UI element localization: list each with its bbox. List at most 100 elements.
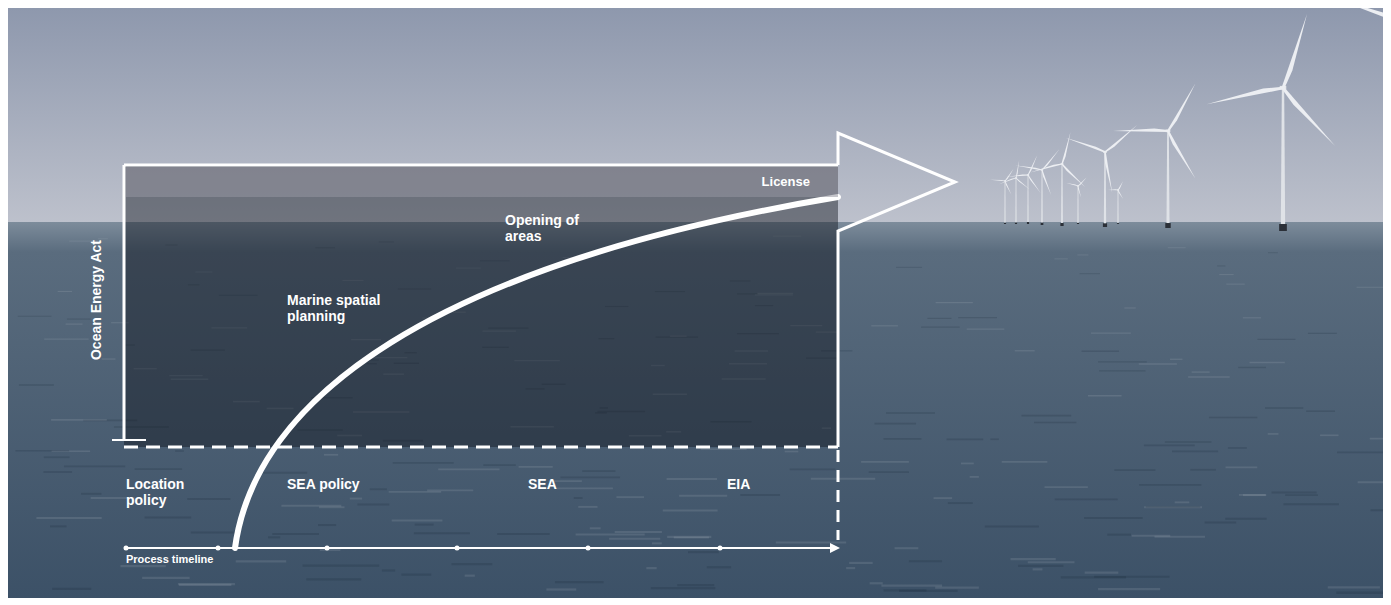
turbine-blade bbox=[1016, 178, 1030, 190]
turbine-blade bbox=[1167, 131, 1195, 179]
wave-stroke bbox=[869, 471, 909, 473]
wave-stroke bbox=[961, 463, 974, 465]
axis-label: Ocean Energy Act bbox=[88, 240, 104, 360]
wave-stroke bbox=[616, 496, 644, 498]
wave-stroke bbox=[236, 560, 287, 562]
wave-stroke bbox=[1226, 284, 1244, 285]
wave-stroke bbox=[1238, 367, 1266, 368]
wave-stroke bbox=[414, 532, 470, 534]
axis-tick bbox=[112, 439, 146, 441]
wave-stroke bbox=[389, 491, 441, 493]
vertical-axis bbox=[123, 165, 126, 440]
tick-dot bbox=[586, 546, 591, 551]
wave-stroke bbox=[921, 327, 960, 328]
wave-stroke bbox=[175, 450, 184, 452]
wave-stroke bbox=[1099, 370, 1146, 371]
wave-stroke bbox=[707, 566, 731, 568]
wave-stroke bbox=[1144, 506, 1202, 508]
wave-stroke bbox=[1002, 461, 1048, 463]
wave-stroke bbox=[870, 582, 883, 584]
wave-stroke bbox=[886, 412, 935, 414]
wave-stroke bbox=[98, 238, 108, 239]
wave-stroke bbox=[350, 498, 362, 500]
progress-curve bbox=[235, 197, 838, 548]
wave-stroke bbox=[871, 325, 898, 326]
wave-stroke bbox=[688, 551, 719, 553]
wave-stroke bbox=[438, 469, 499, 471]
wave-stroke bbox=[884, 589, 927, 591]
wave-stroke bbox=[263, 472, 307, 474]
wave-stroke bbox=[740, 494, 780, 496]
wave-stroke bbox=[881, 584, 942, 586]
turbine-tower bbox=[1281, 88, 1285, 224]
wave-stroke bbox=[1190, 469, 1216, 471]
wave-stroke bbox=[1239, 494, 1266, 496]
wave-stroke bbox=[557, 487, 613, 489]
wave-stroke bbox=[145, 516, 192, 518]
wave-stroke bbox=[1044, 486, 1087, 488]
wave-stroke bbox=[64, 465, 125, 467]
wind-turbine bbox=[1066, 178, 1086, 224]
wave-stroke bbox=[1091, 333, 1131, 334]
wave-stroke bbox=[357, 504, 389, 506]
wave-stroke bbox=[874, 423, 916, 425]
wave-stroke bbox=[44, 338, 88, 339]
wave-stroke bbox=[382, 569, 395, 571]
turbine-blade bbox=[1167, 83, 1195, 131]
wave-stroke bbox=[948, 502, 973, 504]
wave-stroke bbox=[1306, 410, 1335, 412]
wave-stroke bbox=[934, 497, 953, 499]
turbine-blade bbox=[1282, 87, 1335, 146]
wave-stroke bbox=[1357, 287, 1383, 288]
turbine-tower bbox=[1061, 164, 1063, 223]
timeline-ticks bbox=[124, 546, 723, 551]
wave-stroke bbox=[1320, 434, 1338, 436]
turbine-tower bbox=[1117, 190, 1118, 223]
wave-stroke bbox=[970, 476, 979, 478]
turbine-blade bbox=[1028, 175, 1041, 193]
turbine-blade bbox=[1016, 160, 1019, 178]
wave-stroke bbox=[1011, 558, 1056, 560]
wave-stroke bbox=[590, 527, 601, 529]
tick-dot bbox=[124, 546, 129, 551]
wave-stroke bbox=[674, 537, 709, 539]
wave-stroke bbox=[578, 506, 597, 508]
wind-turbine bbox=[1066, 125, 1138, 227]
wave-stroke bbox=[497, 533, 550, 535]
wave-stroke bbox=[895, 547, 919, 549]
turbine-foundation bbox=[1027, 222, 1029, 224]
wave-stroke bbox=[519, 466, 553, 468]
wave-stroke bbox=[1249, 362, 1284, 363]
process-panel: LicenseMarine spatial planningOpening of… bbox=[124, 165, 838, 447]
wave-stroke bbox=[1358, 481, 1383, 483]
wave-stroke bbox=[1084, 517, 1143, 519]
wave-stroke bbox=[58, 291, 72, 292]
wave-stroke bbox=[909, 560, 942, 562]
turbine-tower bbox=[1041, 170, 1042, 223]
wave-stroke bbox=[67, 318, 91, 319]
wind-turbine bbox=[990, 169, 1014, 224]
wave-stroke bbox=[52, 588, 91, 590]
turbine-blade bbox=[1108, 189, 1118, 190]
turbine-blade bbox=[1005, 169, 1014, 181]
wave-stroke bbox=[663, 509, 718, 511]
turbine-blade bbox=[1282, 14, 1307, 89]
wave-stroke bbox=[1033, 568, 1043, 570]
turbine-blade bbox=[1005, 181, 1012, 195]
wave-stroke bbox=[135, 468, 182, 470]
wind-turbines bbox=[990, 8, 1383, 300]
wave-stroke bbox=[1154, 536, 1205, 538]
wave-stroke bbox=[318, 524, 336, 526]
wave-stroke bbox=[555, 581, 604, 583]
wind-turbine bbox=[999, 160, 1030, 224]
tick-dot bbox=[455, 546, 460, 551]
sky bbox=[8, 8, 1383, 223]
turbine-blade bbox=[1118, 190, 1123, 199]
wave-stroke bbox=[324, 454, 338, 456]
turbine-foundation bbox=[1060, 223, 1063, 226]
wave-stroke bbox=[370, 488, 387, 490]
wave-stroke bbox=[846, 567, 855, 569]
wave-stroke bbox=[776, 541, 846, 543]
